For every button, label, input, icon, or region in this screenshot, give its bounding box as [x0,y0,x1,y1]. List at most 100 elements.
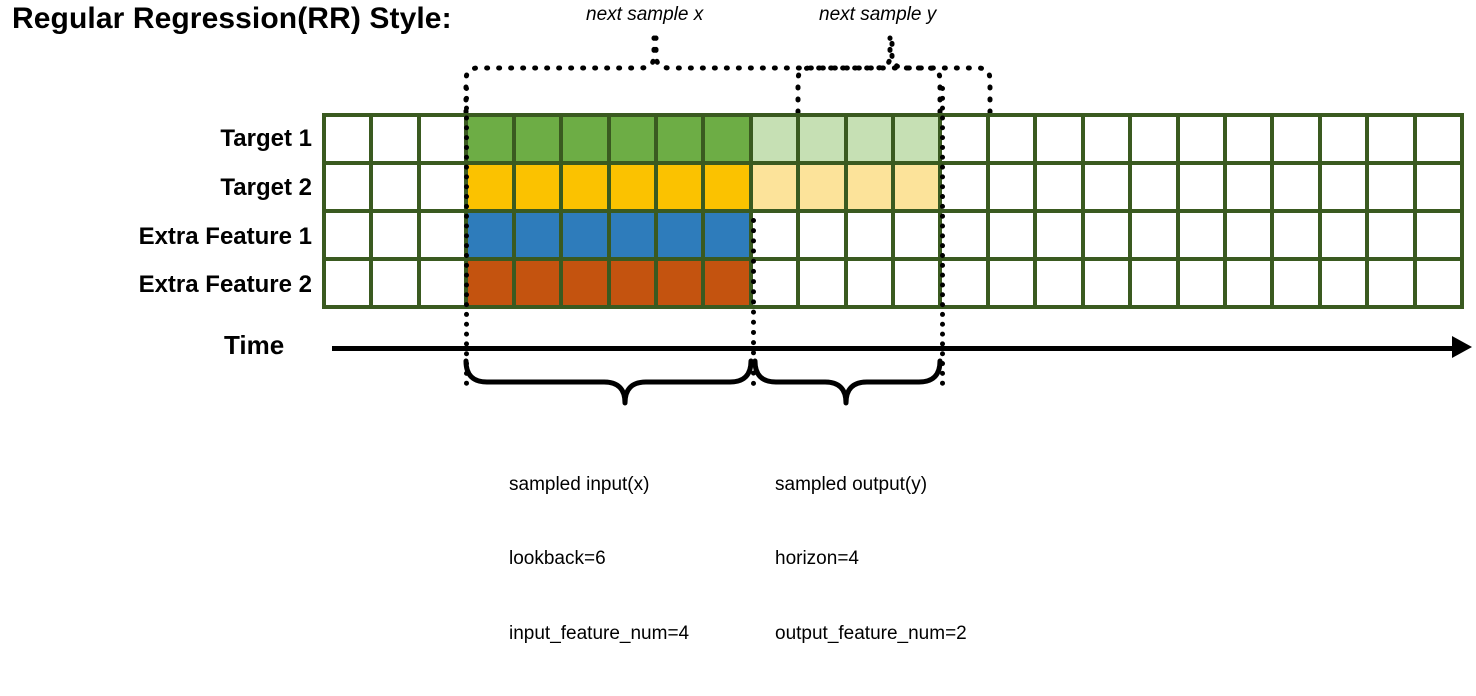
grid-cell [847,165,891,209]
grid-cell [1084,117,1129,161]
grid-cell [610,117,654,161]
grid-cell [420,261,465,305]
grid-cell [563,165,607,209]
caption-input-line3: input_feature_num=4 [509,622,690,644]
grid-cell [468,165,512,209]
annotation-next-sample-y: next sample y [819,4,937,25]
grid-cell [942,261,986,305]
grid-cell [800,213,844,257]
grid-cell [1037,117,1081,161]
grid-cell [326,165,370,209]
grid-cell [610,261,654,305]
grid-cell [705,117,749,161]
caption-output-line2: horizon=4 [775,548,859,570]
grid-cell [1321,213,1366,257]
grid-cell [752,117,797,161]
brace-sampled-output [752,358,943,406]
row-label-extra-feature-2: Extra Feature 2 [138,271,312,298]
grid-cell [1274,117,1318,161]
grid-cell [657,213,702,257]
grid-cell [989,261,1034,305]
grid-cell [1037,165,1081,209]
grid-cell [942,165,986,209]
time-axis-arrow-icon [1452,336,1472,358]
grid-cell [942,213,986,257]
grid-cell [1274,261,1318,305]
grid-cell [752,261,797,305]
brace-next-sample-x-right [653,35,943,115]
grid-cell [1321,261,1366,305]
guide-output-end [940,86,945,386]
grid-cell [1416,213,1460,257]
grid-cell [563,213,607,257]
grid-cell [468,117,512,161]
grid-cell [373,261,417,305]
grid-cell [420,117,465,161]
diagram-canvas: Regular Regression(RR) Style: next sampl… [12,2,1472,644]
guide-input-start [464,86,469,386]
grid-cell [326,213,370,257]
brace-sampled-input [463,358,754,406]
grid-cell [1369,117,1413,161]
grid-cell [1369,165,1413,209]
grid-cell [705,261,749,305]
grid-cell [610,165,654,209]
grid-cell [1179,117,1223,161]
row-label-extra-feature-1: Extra Feature 1 [138,223,312,250]
grid-cell [657,117,702,161]
grid-cell [989,165,1034,209]
grid-cell [1179,213,1223,257]
grid-cell [1416,117,1460,161]
grid-cell [1369,213,1413,257]
grid-cell [752,213,797,257]
brace-next-sample-x [463,35,657,115]
row-label-target-2: Target 2 [220,174,312,201]
grid-cell [657,165,702,209]
grid-cell [847,213,891,257]
grid-cell [1416,261,1460,305]
caption-output-line1: sampled output(y) [775,474,928,496]
grid-cell [1084,213,1129,257]
grid-cell [800,165,844,209]
grid-cell [326,117,370,161]
grid-cell [515,117,560,161]
brace-next-sample-y-left [795,35,893,115]
grid-cell [942,117,986,161]
grid-cell [420,213,465,257]
grid-cell [420,165,465,209]
grid-cell [847,117,891,161]
grid-cell [515,261,560,305]
timeline-grid [322,113,1464,309]
grid-cell [1274,165,1318,209]
grid-cell [895,165,939,209]
grid-cell [895,117,939,161]
grid-cell [1132,117,1176,161]
caption-sampled-output: sampled output(y) horizon=4 output_featu… [775,424,967,696]
time-axis-label: Time [224,330,285,360]
grid-cell [1132,165,1176,209]
grid-cell [515,213,560,257]
row-label-target-1: Target 1 [220,125,312,152]
grid-cell [800,117,844,161]
caption-input-line2: lookback=6 [509,548,606,570]
grid-cell [1321,165,1366,209]
grid-cell [326,261,370,305]
grid-cell [1226,213,1271,257]
grid-cell [1132,213,1176,257]
grid-cell [373,117,417,161]
grid-cell [1226,165,1271,209]
grid-cell [1274,213,1318,257]
grid-cell [800,261,844,305]
annotation-next-sample-x: next sample x [586,4,704,25]
grid-cell [1321,117,1366,161]
grid-cell [1179,165,1223,209]
grid-cell [705,213,749,257]
grid-cell [895,261,939,305]
grid-cell [1416,165,1460,209]
time-axis-line [332,346,1454,351]
grid-cell [610,213,654,257]
grid-cell [563,261,607,305]
grid-cell [468,213,512,257]
grid-cell [1084,261,1129,305]
page-title: Regular Regression(RR) Style: [12,2,452,35]
